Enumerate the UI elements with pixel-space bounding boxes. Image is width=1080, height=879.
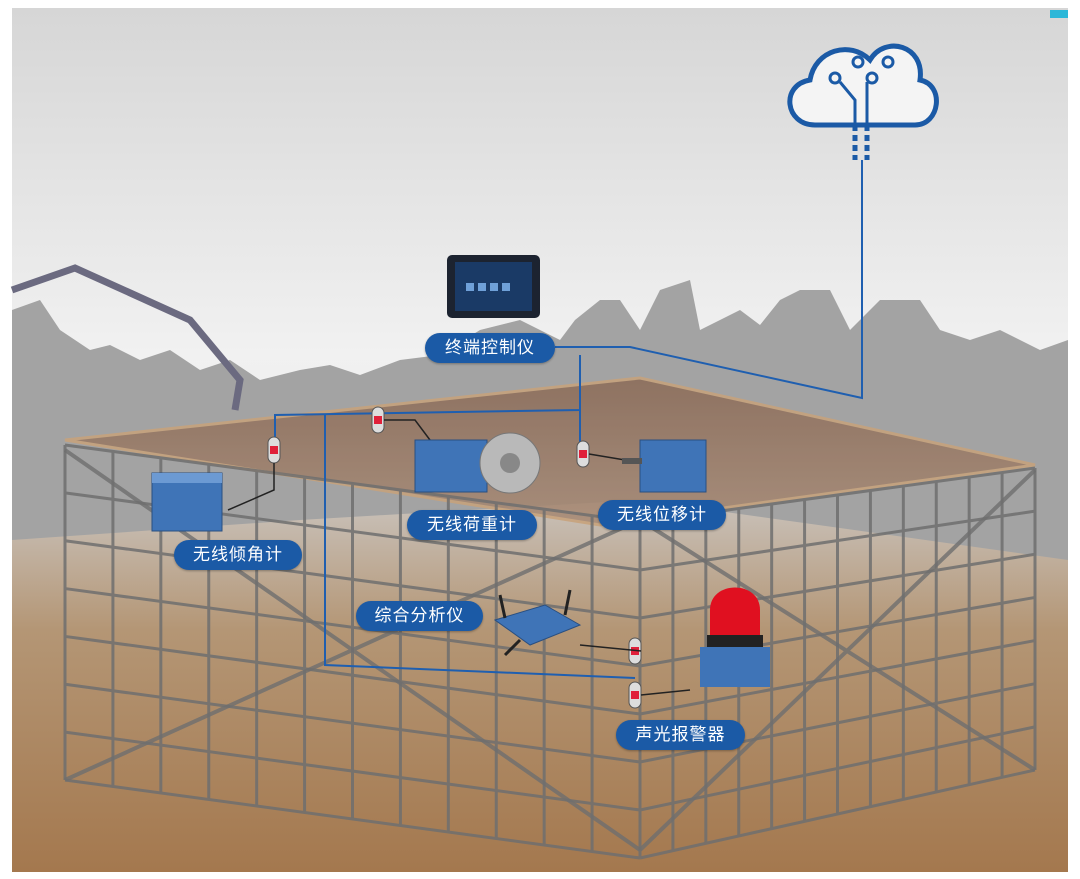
sensor-cables [227, 419, 691, 696]
displacement-device-icon [622, 439, 707, 493]
label-integrated-analyzer: 综合分析仪 [356, 601, 483, 631]
scaffold-tube [639, 725, 1036, 812]
alarm-light-icon [700, 587, 770, 687]
scaffold-tube [64, 730, 641, 812]
tablet-icon [447, 255, 540, 318]
scaffold-tube [639, 552, 1036, 620]
load-cell-device-icon [414, 432, 541, 494]
cloud-circuit-icon [787, 43, 939, 160]
network-links [274, 160, 863, 679]
inclinometer-device-icon [151, 472, 223, 532]
scaffold-tube [639, 639, 1036, 716]
scaffold-tube [64, 587, 641, 668]
scaffold-tube [64, 682, 641, 764]
label-wireless-load-cell: 无线荷重计 [407, 510, 537, 540]
label-wireless-displacement: 无线位移计 [598, 500, 726, 530]
label-terminal-controller: 终端控制仪 [425, 333, 555, 363]
corner-accent [1050, 10, 1068, 18]
router-icon [493, 589, 582, 657]
scaffold-tube [64, 443, 641, 524]
label-wireless-inclinometer: 无线倾角计 [174, 540, 302, 570]
scaffold-tube [64, 634, 641, 716]
crane-arm [10, 264, 244, 411]
label-audible-visual-alarm: 声光报警器 [616, 720, 745, 750]
scaffold-tube [64, 778, 641, 860]
scaffold-tube [639, 768, 1036, 860]
